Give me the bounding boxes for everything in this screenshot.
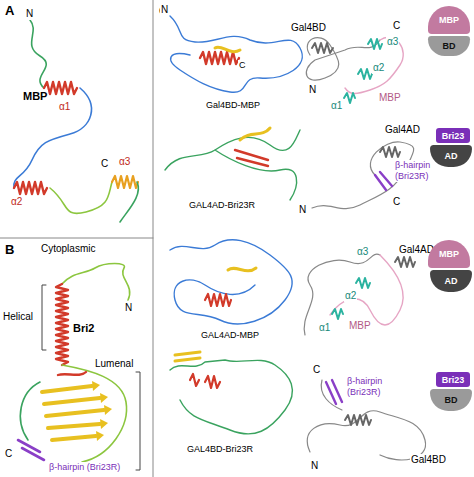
domain-name: AD — [445, 151, 458, 161]
structure-label: α2 — [372, 62, 385, 74]
structure-label: α2 — [344, 290, 357, 302]
structure-label: α1 — [318, 322, 331, 334]
structure-label: α3 — [118, 156, 131, 168]
structure-label: N — [310, 460, 319, 472]
structure-label: α3 — [386, 36, 399, 48]
domain-name: MBP — [439, 249, 459, 259]
structure-label: N — [298, 204, 307, 216]
structure-label: GAL4AD-MBP — [200, 330, 260, 341]
structure-label: Bri2 — [72, 322, 95, 335]
structure-label: Gal4BD — [410, 454, 447, 466]
structure-label: MBP — [378, 92, 402, 104]
bd-domain-icon: BD — [428, 36, 470, 56]
structure-label: Cytoplasmic — [40, 243, 96, 255]
structure-label: Gal4AD — [384, 124, 421, 136]
structure-label: α1 — [330, 100, 343, 112]
structure-label: Gal4BD-MBP — [205, 100, 261, 111]
domain-name: MBP — [439, 15, 459, 25]
mbp-domain-icon: MBP — [428, 6, 470, 34]
structure-label: α2 — [10, 196, 23, 208]
domain-name: Bri23 — [442, 375, 465, 385]
structure-label: N — [25, 8, 34, 20]
structure-label: N — [308, 84, 317, 96]
panel-letter: A — [4, 3, 15, 18]
structure-label: β-hairpin (Bri23R) — [346, 376, 418, 398]
structure-label: C — [238, 60, 247, 71]
structure-label: N — [160, 4, 169, 16]
ad-domain-icon: AD — [430, 270, 472, 292]
structure-label: Gal4BD — [290, 22, 327, 34]
structure-label: α3 — [356, 246, 369, 258]
mbp-domain-icon: MBP — [428, 240, 470, 268]
structure-label: C — [100, 158, 109, 170]
structure-label: GAL4BD-Bri23R — [186, 444, 254, 455]
structure-label: β-hairpin (Bri23R) — [48, 462, 121, 473]
bd-domain-icon: BD — [430, 389, 472, 411]
structure-label: C — [392, 20, 401, 32]
structure-label: C — [4, 448, 13, 460]
structure-label: GAL4AD-Bri23R — [188, 200, 256, 211]
bri23-icon: Bri23 — [436, 372, 470, 387]
structure-label: MBP — [348, 320, 372, 332]
structure-label: Helical — [2, 311, 34, 323]
bri23-icon: Bri23 — [436, 128, 470, 143]
structure-label: C — [312, 364, 321, 376]
domain-name: Bri23 — [442, 131, 465, 141]
structure-label: α1 — [58, 101, 71, 113]
panel-letter: B — [4, 242, 15, 257]
domain-name: BD — [443, 41, 456, 51]
structure-label: Lumenal — [94, 358, 134, 370]
domain-name: AD — [445, 276, 458, 286]
structure-label: N — [124, 302, 133, 314]
structure-label: MBP — [22, 90, 48, 103]
structure-label: C — [392, 196, 401, 208]
domain-name: BD — [445, 395, 458, 405]
